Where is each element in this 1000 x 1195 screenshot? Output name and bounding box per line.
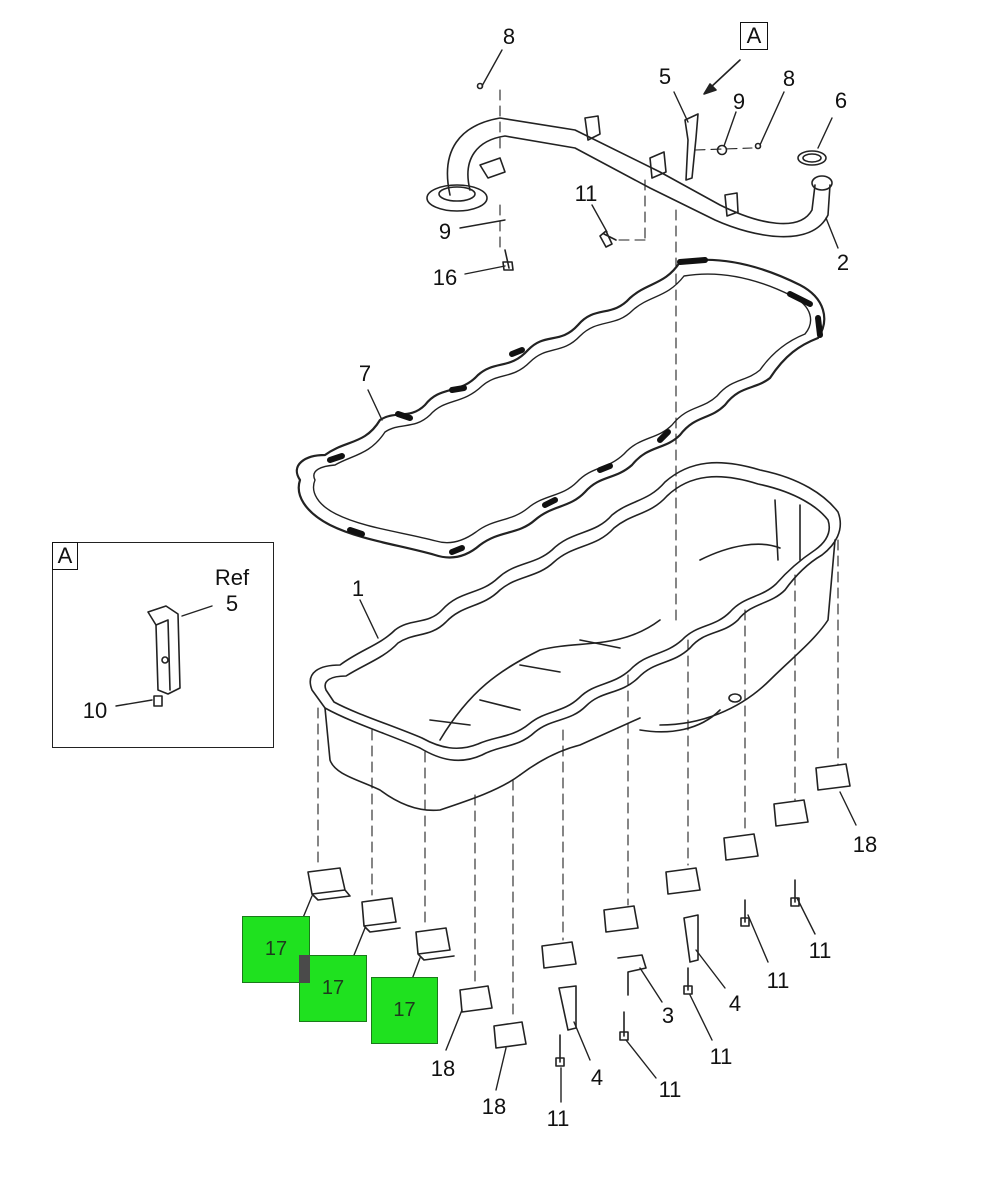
detail-ref-text: Ref [214,565,250,590]
view-arrow [703,59,741,95]
assembly-lines [317,89,839,1021]
detail-bracket [147,605,181,707]
callout-11-right-2: 11 [808,938,832,963]
detail-callout-5: 5 [225,591,239,616]
callout-11-bottom: 11 [546,1106,570,1131]
callout-18-a: 18 [430,1056,456,1081]
detail-view-label: A [52,542,78,570]
callout-5: 5 [658,64,672,89]
detail-callout-10: 10 [82,698,108,723]
callout-9-left: 9 [438,219,452,244]
callout-11-mid-1: 11 [709,1044,733,1069]
clamps [307,763,851,1049]
callout-11-top: 11 [574,181,598,206]
suction-tube [426,115,833,238]
callout-4-left: 4 [590,1065,604,1090]
callout-18-b: 18 [481,1094,507,1119]
o-ring-6 [797,150,827,166]
callout-8-left: 8 [502,24,516,49]
part-17-hotspot-2[interactable]: 17 [299,955,367,1022]
oil-pan [309,461,842,812]
callout-2: 2 [836,250,850,275]
view-marker-a: A [740,22,768,50]
callout-9-top: 9 [732,89,746,114]
callout-11-right-1: 11 [766,968,790,993]
callout-6: 6 [834,88,848,113]
oil-pan-gasket [295,257,826,559]
hotspot-overlap-shade [299,955,310,983]
callout-11-mid-2: 11 [658,1077,682,1102]
callout-1: 1 [351,576,365,601]
callout-3: 3 [661,1003,675,1028]
bracket-5 [684,113,699,181]
callout-18-right: 18 [852,832,878,857]
callout-8-right: 8 [782,66,796,91]
part-17-hotspot-3[interactable]: 17 [371,977,438,1044]
callout-4-right: 4 [728,991,742,1016]
callout-7: 7 [358,361,372,386]
part-17-hotspot-1[interactable]: 17 [242,916,310,983]
leader-lines [115,49,857,1103]
detail-view-box [52,542,274,748]
callout-16: 16 [432,265,458,290]
lower-fasteners [555,879,800,1067]
